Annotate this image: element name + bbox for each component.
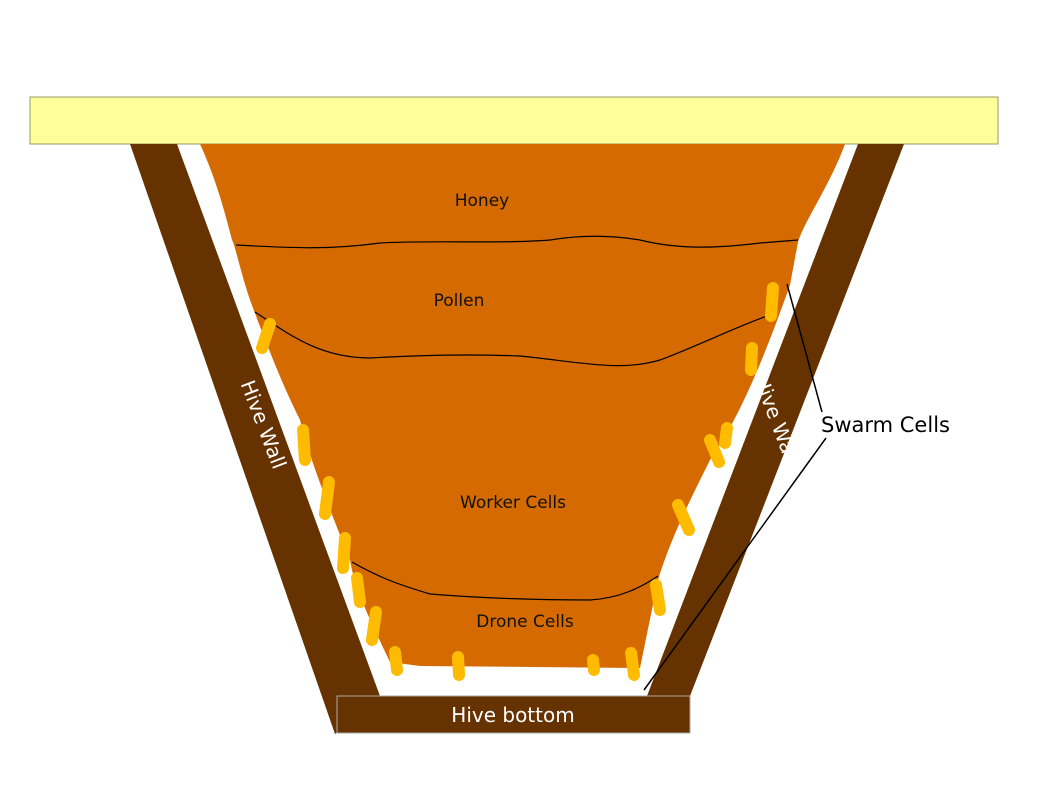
swarm-cell [452,651,465,681]
comb [200,144,845,668]
worker-drone-divider [351,561,659,601]
swarm-cell [319,476,335,520]
swarm-cells [256,282,779,681]
hive-top-bar [29,96,999,145]
swarm-cell [719,422,733,449]
pollen-label: Pollen [434,291,485,311]
hive-bottom-label: Hive bottom [451,703,574,727]
swarm-cell [650,579,666,616]
swarm-cell [366,606,382,646]
swarm-cell [704,434,725,468]
swarm-cell [587,654,600,676]
swarm-cell [256,318,276,354]
pollen-worker-divider [254,311,771,367]
left-hive-wall [130,144,380,734]
worker-cells-label: Worker Cells [460,493,566,513]
right-hive-wall [647,144,904,696]
swarm-callout-line-lower [643,437,827,691]
swarm-cell [745,342,758,376]
swarm-cell [351,572,366,608]
hive-bottom [336,695,691,734]
swarm-cells-label: Swarm Cells [821,413,950,437]
swarm-cell [337,532,351,574]
swarm-cell [297,424,311,466]
drone-cells-label: Drone Cells [476,612,574,632]
swarm-cell [765,282,779,322]
swarm-cell [389,646,403,676]
swarm-callout-line-upper [786,283,823,413]
honey-label: Honey [455,191,509,211]
swarm-cell [672,499,695,536]
honey-pollen-divider [235,235,799,249]
swarm-cell [625,647,640,681]
